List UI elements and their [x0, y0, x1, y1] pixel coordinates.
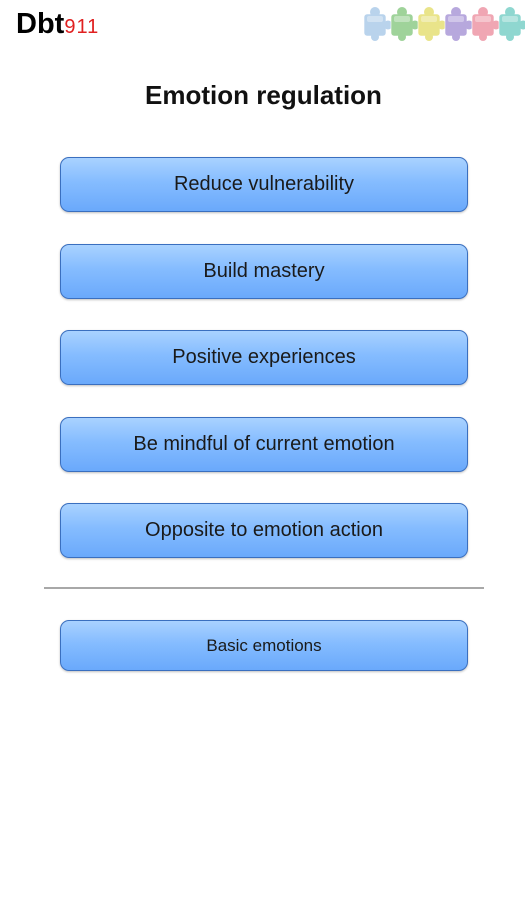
puzzle-piece	[498, 7, 525, 41]
puzzle-piece	[471, 7, 501, 41]
be-mindful-of-current-emotion-button[interactable]: Be mindful of current emotion	[60, 417, 468, 472]
puzzle-piece	[390, 7, 420, 41]
positive-experiences-button[interactable]: Positive experiences	[60, 330, 468, 385]
logo-text: Dbt	[16, 8, 65, 40]
puzzle-piece	[417, 7, 447, 41]
puzzle-piece	[363, 7, 393, 41]
basic-emotions-button[interactable]: Basic emotions	[60, 620, 468, 671]
app-logo: Dbt911	[16, 6, 99, 45]
page-title: Emotion regulation	[145, 80, 382, 110]
puzzle-pieces-icon	[363, 7, 525, 41]
build-mastery-button[interactable]: Build mastery	[60, 244, 468, 299]
opposite-to-emotion-action-button[interactable]: Opposite to emotion action	[60, 503, 468, 558]
reduce-vulnerability-button[interactable]: Reduce vulnerability	[60, 157, 468, 212]
header-bar: Dbt911	[0, 0, 527, 50]
puzzle-piece	[444, 7, 474, 41]
section-divider	[44, 587, 484, 589]
logo-number: 911	[64, 16, 100, 38]
